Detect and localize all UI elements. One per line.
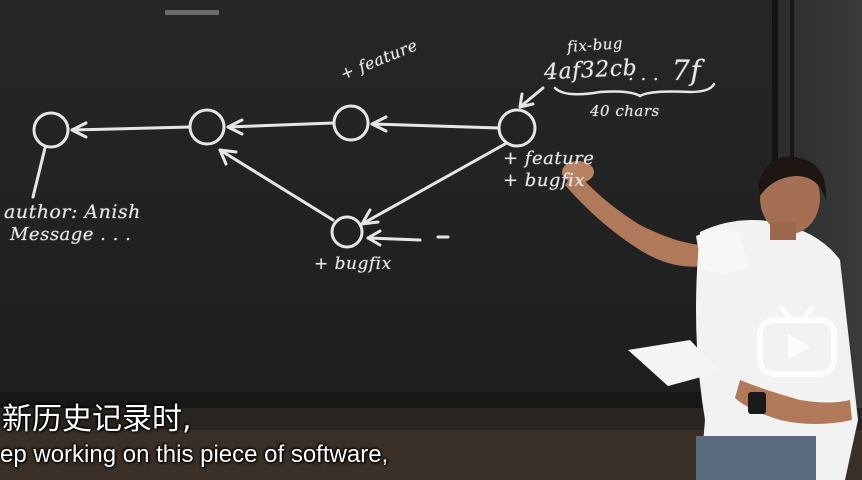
- chalk-hash-start: 4af32cb: [543, 55, 638, 86]
- pointer-to-bugfix: [366, 236, 422, 242]
- chalk-tip-label-1: + feature: [503, 148, 595, 169]
- arrow-tip-to-bugfix: [360, 142, 507, 226]
- author-pointer: [31, 146, 47, 199]
- commit-graph: [31, 82, 716, 249]
- arrow-2-to-root: [70, 125, 192, 132]
- chalk-hash-dots: . . .: [628, 64, 660, 85]
- bilibili-play-icon: [757, 305, 837, 377]
- arrow-tip-to-3: [370, 122, 501, 130]
- commit-node-root: [32, 111, 70, 149]
- chalk-hash-length: 40 chars: [590, 102, 660, 120]
- chalk-hash-end: 7f: [672, 54, 702, 87]
- chalk-message: Message . . .: [10, 224, 132, 245]
- subtitle-english: ep working on this piece of software,: [0, 441, 389, 468]
- arrow-bugfix-to-2: [218, 148, 335, 222]
- chalk-tip-label-2: + bugfix: [503, 170, 586, 191]
- subtitle-chinese: 新历史记录时,: [2, 402, 192, 437]
- chalk-author: author: Anish: [4, 201, 141, 223]
- hash-brace: [553, 82, 716, 98]
- lecturer: [562, 156, 858, 480]
- chalk-bugfix-label: + bugfix: [314, 254, 392, 274]
- hash-pointer: [518, 86, 545, 109]
- commit-node-bugfix: [330, 215, 364, 249]
- arrow-3-to-2: [226, 121, 335, 129]
